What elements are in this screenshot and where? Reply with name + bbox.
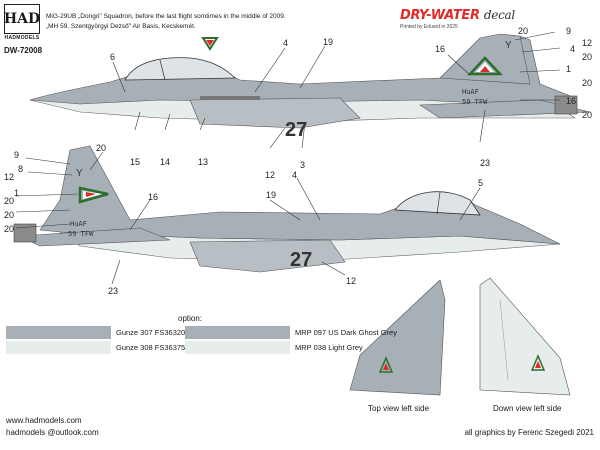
tail-text-top-2: 59 TFW [462, 98, 488, 106]
tail-roundel-bottom-icon [78, 186, 109, 204]
footer-credit: all graphics by Ferenc Szegedi 2021 [464, 428, 594, 437]
swatch-dark-ghost-grey-mrp [185, 326, 290, 339]
caption-line-1: MiG-29UB „Dongó" Squadron, before the la… [46, 13, 286, 20]
callout-b5: 5 [478, 178, 484, 188]
callout-lines-bottom [15, 151, 481, 285]
callout-b1: 1 [14, 188, 20, 198]
callout-b9: 9 [14, 150, 20, 160]
callout-b20a: 20 [96, 143, 107, 153]
callout-20d: 20 [582, 110, 593, 120]
callout-6: 6 [110, 52, 116, 62]
option-row-1: Gunze 307 FS36320 [6, 326, 185, 339]
logo-mark: HAD [4, 4, 40, 34]
caption: MiG-29UB „Dongó" Squadron, before the la… [46, 12, 326, 32]
wing-top-view [349, 279, 446, 396]
aircraft-bottom-profile [13, 145, 561, 273]
option-row-3: MRP 097 US Dark Ghost Grey [185, 326, 397, 339]
callout-23: 23 [480, 158, 491, 168]
callout-b20c: 20 [4, 210, 15, 220]
roundel-small-icon [201, 37, 219, 51]
option-label-gunze-308: Gunze 308 FS36375 [116, 343, 186, 352]
callout-20b: 20 [582, 52, 593, 62]
callout-15: 15 [130, 157, 141, 167]
callout-b20b: 20 [4, 196, 15, 206]
callout-b4: 4 [292, 170, 298, 180]
option-label-mrp-097: MRP 097 US Dark Ghost Grey [295, 328, 397, 337]
tail-symbol-bottom: Y [76, 168, 83, 179]
product-code: DW-72008 [4, 46, 43, 55]
wing-down-view [479, 277, 571, 396]
options-title: option: [178, 314, 203, 323]
callout-b12: 12 [4, 172, 15, 182]
tail-text-bottom-2: 59 TFW [68, 230, 94, 238]
callout-12: 12 [582, 38, 593, 48]
tail-text-top-1: HuAF [462, 88, 479, 96]
swatch-light-grey-mrp [185, 341, 290, 354]
aircraft-top-profile [29, 33, 591, 129]
callout-19: 19 [323, 37, 334, 47]
callout-3: 3 [300, 160, 306, 170]
footer-website: www.hadmodels.com [6, 416, 82, 425]
callout-20c: 20 [582, 78, 593, 88]
logo-subtext: HADMODELS [4, 35, 40, 41]
swatch-dark-ghost-grey [6, 326, 111, 339]
brand-block: DRY-WATER decal Printed by Eduard in 202… [400, 8, 520, 30]
callout-4: 4 [283, 38, 289, 48]
brand-title: DRY-WATER decal [400, 8, 520, 23]
callout-b8: 8 [18, 164, 24, 174]
option-row-2: Gunze 308 FS36375 [6, 341, 185, 354]
brand-decal: decal [483, 8, 515, 22]
tail-roundel-icon [467, 56, 503, 76]
option-row-4: MRP 038 Light Grey [185, 341, 363, 354]
callout-b19: 19 [266, 190, 277, 200]
callout-14: 14 [160, 157, 171, 167]
serial-bottom: 27 [290, 249, 312, 271]
option-label-mrp-038: MRP 038 Light Grey [295, 343, 363, 352]
tail-symbol-top: Y [505, 40, 512, 51]
serial-top: 27 [285, 119, 307, 141]
callout-b23: 23 [108, 286, 119, 296]
callout-9: 9 [566, 26, 572, 36]
callout-b12b: 12 [346, 276, 357, 286]
callout-16b: 16 [566, 96, 577, 106]
option-label-gunze-307: Gunze 307 FS36320 [116, 328, 186, 337]
swatch-light-grey [6, 341, 111, 354]
tail-text-bottom-1: HuAF [70, 220, 87, 228]
callout-12b: 12 [265, 170, 276, 180]
brand-name: DRY-WATER [400, 8, 480, 23]
callout-13: 13 [198, 157, 209, 167]
callout-b20d: 20 [4, 224, 15, 234]
callout-16: 16 [435, 44, 446, 54]
down-view-label: Down view left side [493, 404, 562, 413]
callout-1: 1 [566, 64, 572, 74]
callout-lines-top [112, 31, 561, 149]
top-view-label: Top view left side [368, 404, 429, 413]
brand-subtitle: Printed by Eduard in 2025 [400, 24, 458, 30]
callout-b16: 16 [148, 192, 159, 202]
had-logo: HAD HADMODELS [4, 4, 40, 41]
caption-line-2: „MH 59. Szentgyörgyi Dezső" Air Basis, K… [46, 23, 196, 30]
callout-4b: 4 [570, 44, 576, 54]
footer-email: hadmodels @outlook.com [6, 428, 99, 437]
callout-20a: 20 [518, 26, 529, 36]
